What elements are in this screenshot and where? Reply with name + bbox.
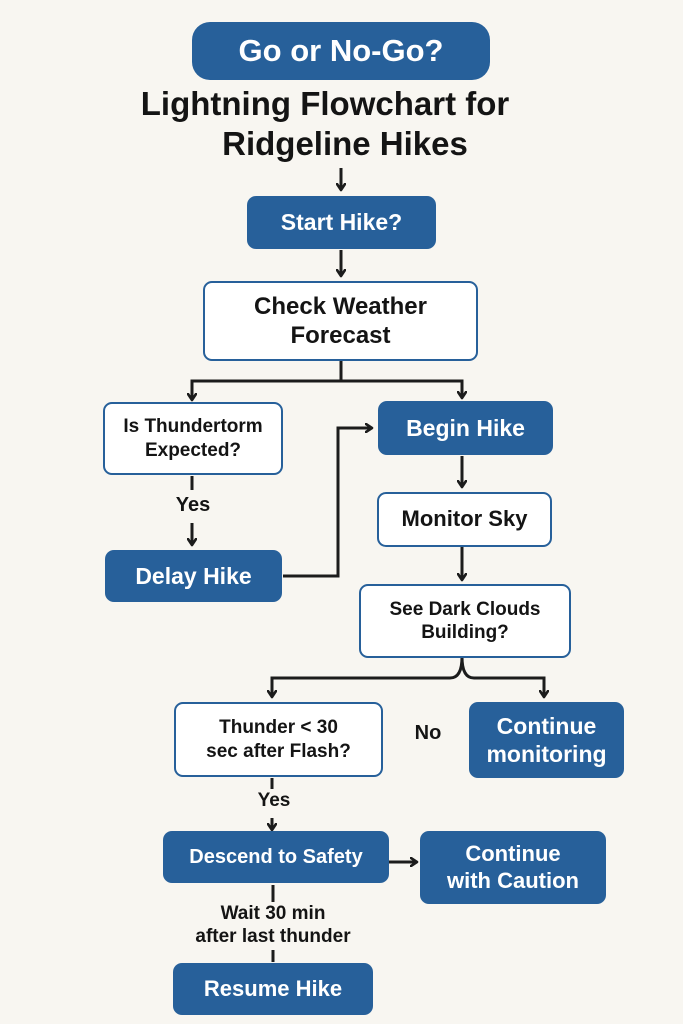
edge-label-yes-2: Yes xyxy=(257,790,291,811)
edge-label-yes-1: Yes xyxy=(175,494,211,516)
node-dark-clouds-question: See Dark Clouds Building? xyxy=(359,584,571,658)
node-continue-monitoring-line1: Continue xyxy=(496,712,597,739)
title-badge: Go or No-Go? xyxy=(192,22,490,80)
page-title: Lightning Flowchart for Ridgeline Hikes xyxy=(90,84,560,163)
edge-label-no: No xyxy=(414,722,442,744)
edge-label-wait-line2: after last thunder xyxy=(195,926,351,948)
node-caution-line2: with Caution xyxy=(447,867,579,893)
node-thunder-delay-question: Thunder < 30 sec after Flash? xyxy=(174,702,383,777)
node-thunderstorm-question: Is Thundertorm Expected? xyxy=(103,402,283,475)
node-thunderstorm-line2: Expected? xyxy=(144,439,242,461)
node-monitor-sky-label: Monitor Sky xyxy=(401,506,528,532)
node-start-hike-label: Start Hike? xyxy=(280,209,403,236)
node-check-weather-line2: Forecast xyxy=(290,322,391,349)
node-descend-to-safety: Descend to Safety xyxy=(163,831,389,883)
node-dark-clouds-line1: See Dark Clouds xyxy=(389,598,541,620)
node-begin-hike: Begin Hike xyxy=(378,401,553,455)
node-check-weather-line1: Check Weather xyxy=(254,292,427,320)
node-resume-hike-label: Resume Hike xyxy=(203,975,343,1001)
edge-label-wait: Wait 30 min after last thunder xyxy=(163,902,383,948)
node-delay-hike: Delay Hike xyxy=(105,550,282,602)
node-resume-hike: Resume Hike xyxy=(173,963,373,1015)
node-check-weather: Check Weather Forecast xyxy=(203,281,478,361)
arrow-to-thunderstorm-q xyxy=(192,379,341,400)
arrow-delay-to-begin xyxy=(283,428,372,578)
node-thunder-q-line1: Thunder < 30 xyxy=(219,717,338,739)
arrow-clouds-to-continue-monitoring xyxy=(460,656,544,697)
edge-label-wait-line1: Wait 30 min xyxy=(220,903,326,924)
node-caution-line1: Continue xyxy=(465,840,561,866)
title-line-1: Lightning Flowchart for xyxy=(140,85,510,122)
node-dark-clouds-line2: Building? xyxy=(421,622,509,643)
node-begin-hike-label: Begin Hike xyxy=(406,414,525,441)
node-delay-hike-label: Delay Hike xyxy=(135,562,252,589)
node-continue-with-caution: Continue with Caution xyxy=(420,831,606,904)
node-monitor-sky: Monitor Sky xyxy=(377,492,552,547)
arrow-to-begin-hike xyxy=(341,379,462,398)
node-descend-label: Descend to Safety xyxy=(189,845,363,868)
node-thunder-q-line2: sec after Flash? xyxy=(206,740,351,762)
node-continue-monitoring-line2: monitoring xyxy=(486,741,607,767)
title-line-2: Ridgeline Hikes xyxy=(222,124,468,162)
node-continue-monitoring: Continue monitoring xyxy=(469,702,624,778)
node-start-hike: Start Hike? xyxy=(247,196,436,249)
arrow-clouds-to-thunder-q xyxy=(272,656,464,697)
node-thunderstorm-line1: Is Thundertorm xyxy=(123,416,263,438)
